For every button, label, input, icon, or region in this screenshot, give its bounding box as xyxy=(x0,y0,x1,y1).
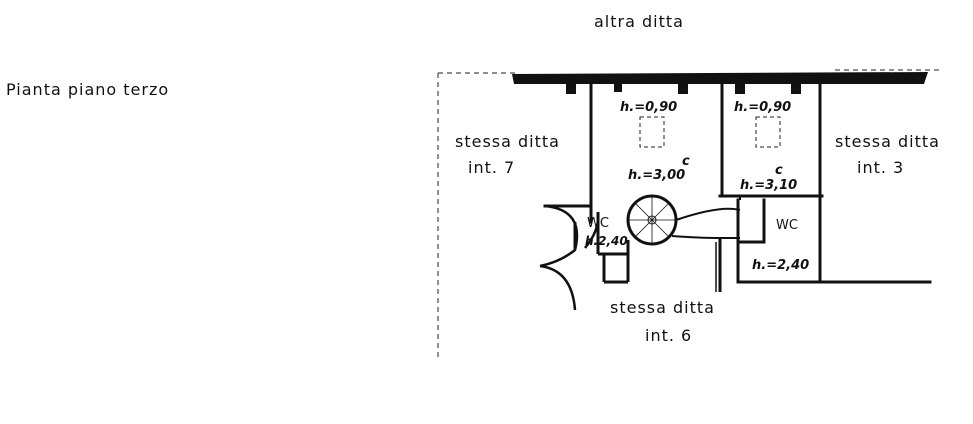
room-a-height: h.=0,90 xyxy=(620,100,678,115)
label-bottom-neighbor: stessa ditta xyxy=(610,298,715,317)
label-right-neighbor: stessa ditta xyxy=(835,132,940,151)
c1-label: c xyxy=(682,154,690,169)
wall-piers xyxy=(566,84,801,94)
label-left-int: int. 7 xyxy=(468,158,516,177)
spiral-staircase xyxy=(626,194,741,292)
c2-label: c xyxy=(775,163,783,178)
label-top-neighbor: altra ditta xyxy=(594,12,684,31)
c2-height: h.=3,10 xyxy=(740,178,798,193)
label-bottom-int: int. 6 xyxy=(645,326,693,345)
room-b-height: h.=0,90 xyxy=(734,100,792,115)
label-left-neighbor: stessa ditta xyxy=(455,132,560,151)
main-walls xyxy=(543,82,932,284)
door-swings xyxy=(539,204,600,311)
wc-left-label: WC xyxy=(587,216,609,231)
room-partitions xyxy=(722,195,742,200)
property-boundary xyxy=(437,69,940,360)
skylights xyxy=(639,116,781,148)
wc-right-height: h.=2,40 xyxy=(752,258,810,273)
wc-right-label: WC xyxy=(776,218,798,233)
page-title: Pianta piano terzo xyxy=(6,80,170,99)
top-wall xyxy=(512,72,928,84)
label-right-int: int. 3 xyxy=(857,158,905,177)
c1-height: h.=3,00 xyxy=(628,168,686,183)
wc-left-height: h.2,40 xyxy=(585,234,628,248)
